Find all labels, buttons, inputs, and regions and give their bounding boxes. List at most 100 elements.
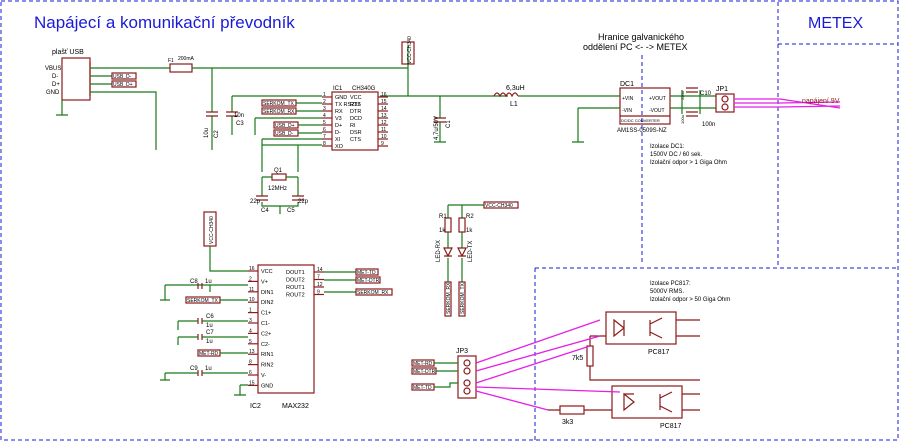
jp3-net-met-td: MET-TD xyxy=(413,385,432,391)
jp3-net-met-rd: MET-RD xyxy=(413,361,433,367)
dc1-pin-vout: +VOUT xyxy=(649,96,666,102)
ic2-pin-num-2: 2 xyxy=(249,276,252,282)
ic1-pin-num-3: 3 xyxy=(323,106,326,112)
iso2-line2: 5000V RMS. xyxy=(650,289,684,295)
jp3-ref: JP3 xyxy=(456,348,468,355)
jp1-ref: JP1 xyxy=(716,86,728,93)
ic2-pin-label-15: GND xyxy=(261,383,273,389)
ic2-pin-label-10: DIN2 xyxy=(261,300,274,306)
ic2-vcc-net: VCC-CH340 xyxy=(209,216,215,244)
ic2-pin-label-13: RIN1 xyxy=(261,352,274,358)
c8-ref: C8 xyxy=(190,279,198,285)
ic1-pin-label-4: V3 xyxy=(335,116,342,122)
net-usb-dplus: USB_D+ xyxy=(113,82,133,88)
optocoupler-1: PC817 xyxy=(605,311,677,356)
dc1-ref: DC1 xyxy=(620,81,634,88)
dc-dc-converter: DC1 +VIN +VOUT -VIN -VOUT DC/DC CONVERTE… xyxy=(617,81,671,134)
dc1-pin-vin: +VIN xyxy=(622,96,634,102)
usb-net-labels: USB_D- USB_D+ xyxy=(111,72,137,88)
ic2-pin-num-1: 1 xyxy=(249,308,252,314)
ic2-pin-num-3: 3 xyxy=(249,318,252,324)
c5-ref: C5 xyxy=(287,208,295,214)
boundary-line2: oddělení PC <- -> METEX xyxy=(583,42,688,52)
ic2-pin-label-11: DIN1 xyxy=(261,290,274,296)
ic2-pin-label-4: C2+ xyxy=(261,331,271,337)
opto2-part: PC817 xyxy=(660,423,682,430)
resistor-7k5 xyxy=(586,345,594,367)
r1-ref: R1 xyxy=(439,214,447,220)
ic1-pin-label-12: RI xyxy=(350,123,356,129)
net-serkom-rx: SERKOM_RX xyxy=(263,109,295,115)
c3-ref: C3 xyxy=(236,121,244,127)
r2-value: 1k xyxy=(466,228,473,234)
led-net-rx: SERKOM_RX xyxy=(446,282,452,314)
fuse-f1 xyxy=(169,63,193,73)
usb-pin-dplus: D+ xyxy=(52,82,60,88)
ic1-ref: IC1 xyxy=(333,86,343,92)
ic1-pin-label-16: VCC xyxy=(350,95,362,101)
ic2-pin-label-2: V+ xyxy=(261,279,268,285)
ic1-pin-num-6: 6 xyxy=(323,127,326,133)
c8-value: 1u xyxy=(205,279,212,285)
ic2-pin-num-11: 11 xyxy=(249,287,254,293)
ic1-pin-num-11: 11 xyxy=(381,127,386,133)
ic2-pin-num-10: 10 xyxy=(249,297,255,303)
opto-r2-value: 3k3 xyxy=(562,419,573,426)
c11-value: 220u xyxy=(680,91,685,100)
resistor-r2 xyxy=(458,217,466,233)
c7-ref: C7 xyxy=(206,330,214,336)
magenta-wiring xyxy=(475,319,621,411)
ic2-net-serkom-rx: SERKOM_RX xyxy=(357,290,389,296)
ic1-pin-num-4: 4 xyxy=(323,113,326,119)
ic1-net-labels: SERKOM_TX SERKOM_RX USB_D+ USB_D- xyxy=(261,99,299,137)
c2-value: 10u xyxy=(204,128,210,138)
q1-value: 12MHz xyxy=(268,186,287,192)
c6-ref: C6 xyxy=(206,314,214,320)
ic2-pin-num-16: 16 xyxy=(249,266,255,272)
ic2-pin-label-8: RIN2 xyxy=(261,363,274,369)
dc1-pin-minvout: -VOUT xyxy=(649,108,665,114)
c6-value: 1u xyxy=(206,323,213,329)
ic2-pin-num-7: 7 xyxy=(317,275,320,281)
net-usb-dminus-ic1: USB_D- xyxy=(275,131,294,137)
ic2-pin-num-4: 4 xyxy=(249,328,252,334)
net-usb-dminus: USB_D- xyxy=(113,74,132,80)
ic2-pin-num-12: 12 xyxy=(317,282,323,288)
optocoupler-2: PC817 xyxy=(611,385,683,430)
opto1-part: PC817 xyxy=(648,349,670,356)
ic2-pin-label-1: C1+ xyxy=(261,311,271,317)
ic2-net-met-td: MET-TD xyxy=(357,270,376,276)
resistor-r1 xyxy=(444,217,452,233)
net-serkom-tx: SERKOM_TX xyxy=(263,101,295,107)
ic2-pin-label-16: VCC xyxy=(261,269,273,275)
iso1-line2: 1500V DC / 60 sek. xyxy=(650,152,702,158)
c10-ref: C10 xyxy=(700,91,712,97)
ic2-pin-num-9: 9 xyxy=(317,290,320,296)
ic1-pin-num-9: 9 xyxy=(381,141,384,147)
led-vcc-net: VCC-CH340 xyxy=(485,203,513,209)
ic2-ref: IC2 xyxy=(250,403,261,410)
net-usb-dplus-ic1: USB_D+ xyxy=(275,123,295,129)
ic1-pin-num-8: 8 xyxy=(323,141,326,147)
ic1-pin-label-15: RTS xyxy=(350,102,361,108)
ic2-net-met-dtr: MET-DTR xyxy=(357,278,380,284)
c4-ref: C4 xyxy=(261,208,269,214)
c7-value: 1u xyxy=(206,339,213,345)
ic1-pin-num-14: 14 xyxy=(381,106,387,112)
ic2-pin-label-3: C1- xyxy=(261,321,270,327)
ic2-net-serkom-tx: SERKOM_TX xyxy=(187,298,219,304)
usb-pin-gnd: GND xyxy=(46,90,60,96)
ic2-pin-num-6: 6 xyxy=(249,370,252,376)
fuse-value: 200mA xyxy=(178,56,195,62)
ic1-pin-label-11: DSR xyxy=(350,130,362,136)
jp1-label: napájení 9V xyxy=(802,98,840,105)
jumper-jp1 xyxy=(715,93,735,113)
fuse-ref: F1 xyxy=(168,58,174,64)
ic1-pin-label-1: GND xyxy=(335,95,347,101)
l1-ref: L1 xyxy=(510,101,518,108)
c2-ref: C2 xyxy=(214,130,220,138)
ic2-caps: C8 1u C6 1u C7 1u C9 1u xyxy=(190,279,214,376)
c10-value: 100n xyxy=(702,122,715,128)
